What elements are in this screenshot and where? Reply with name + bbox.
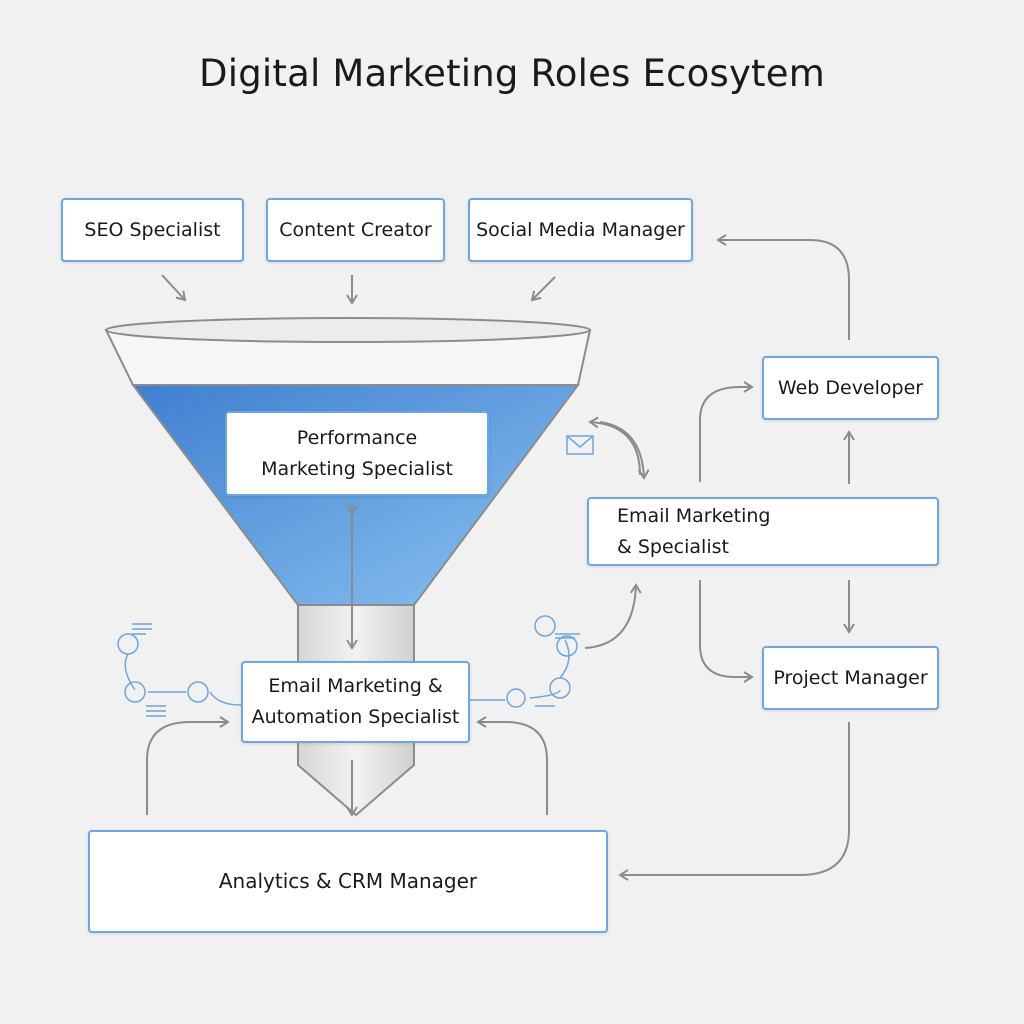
user-icon: [534, 615, 556, 637]
role-label: Social Media Manager: [476, 218, 685, 241]
globe-icon: [506, 688, 526, 708]
role-content-creator[interactable]: Content Creator: [266, 198, 445, 262]
role-label: Performance Marketing Specialist: [261, 426, 453, 480]
role-label: Email Marketing & Specialist: [617, 504, 771, 558]
connector-arrows: [146, 234, 855, 881]
role-label: Web Developer: [777, 376, 924, 399]
role-analytics-crm-manager[interactable]: Analytics & CRM Manager: [88, 830, 608, 933]
role-label: Project Manager: [773, 666, 928, 689]
role-web-developer[interactable]: Web Developer: [762, 356, 939, 420]
role-label: Content Creator: [279, 218, 432, 241]
role-label: Analytics & CRM Manager: [218, 869, 478, 893]
funnel-rim-top: [105, 317, 591, 343]
network-icons: [117, 435, 594, 717]
document-icon: [556, 635, 578, 657]
role-label: SEO Specialist: [84, 218, 221, 241]
search-icon: [187, 681, 209, 703]
group-icon: [124, 681, 146, 703]
role-email-automation-specialist[interactable]: Email Marketing & Automation Specialist: [241, 661, 470, 743]
role-performance-marketing-specialist[interactable]: Performance Marketing Specialist: [225, 411, 489, 496]
role-label: Email Marketing & Automation Specialist: [251, 675, 460, 728]
user-icon: [117, 633, 139, 655]
user-icon: [549, 677, 571, 699]
role-email-marketing-specialist[interactable]: Email Marketing & Specialist: [587, 497, 939, 566]
role-project-manager[interactable]: Project Manager: [762, 646, 939, 710]
role-social-media-manager[interactable]: Social Media Manager: [468, 198, 693, 262]
mail-icon: [566, 435, 594, 455]
diagram-title: Digital Marketing Roles Ecosytem: [199, 52, 825, 95]
role-seo-specialist[interactable]: SEO Specialist: [61, 198, 244, 262]
